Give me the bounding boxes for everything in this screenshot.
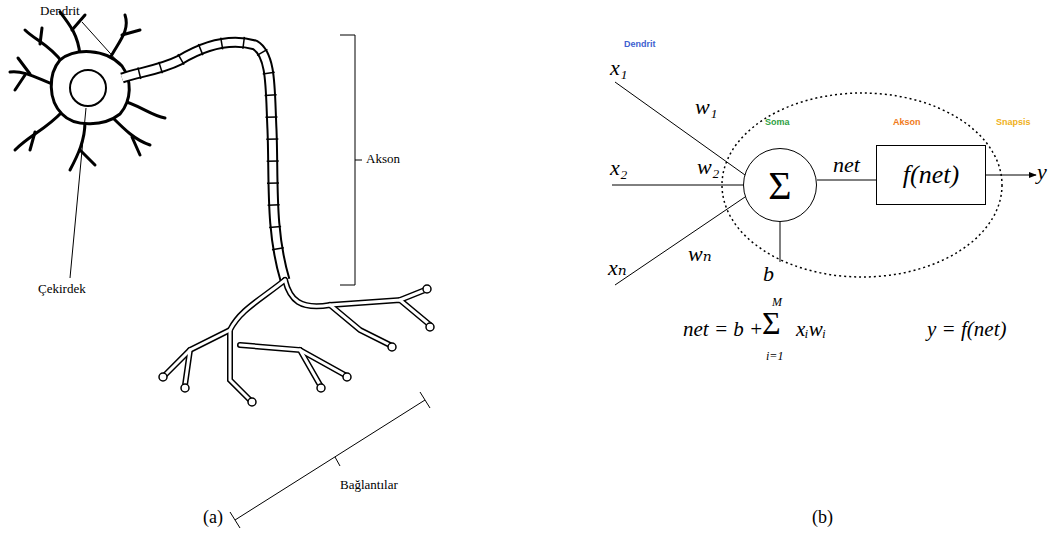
myelin-mark — [268, 204, 280, 206]
axon — [122, 42, 285, 280]
part-label: Akson — [366, 152, 400, 166]
axon-terminals — [159, 280, 434, 406]
node-text: f(net) — [903, 160, 959, 190]
myelin-marks — [138, 37, 284, 250]
myelin-mark — [265, 116, 277, 118]
panel-label: (b) — [812, 508, 833, 528]
myelin-mark — [267, 182, 279, 184]
formula: net = b + — [683, 318, 763, 341]
neuron-boundary — [722, 93, 1002, 277]
bias-symbol: b — [763, 262, 774, 286]
input-symbol: x₁ — [610, 56, 627, 80]
part-label: Soma — [765, 118, 790, 128]
part-label: Dendrit — [624, 40, 656, 50]
leader-lines — [70, 22, 430, 528]
weight-symbol: w₁ — [695, 95, 717, 119]
myelin-mark — [198, 44, 202, 55]
formula: Σ — [762, 306, 781, 341]
part-label: Snapsis — [996, 118, 1031, 128]
myelin-mark — [267, 160, 279, 162]
myelin-mark — [159, 62, 163, 73]
input-symbol: x₂ — [610, 156, 627, 180]
myelin-mark — [257, 49, 267, 55]
part-label: Akson — [893, 118, 921, 128]
output-symbol: y — [1037, 160, 1047, 184]
myelin-mark — [178, 54, 184, 64]
weight-symbol: wₙ — [688, 242, 712, 266]
weight-symbol: w₂ — [697, 155, 719, 179]
myelin-mark — [266, 138, 278, 140]
soma — [51, 52, 129, 124]
myelin-mark — [272, 248, 284, 250]
formula: i=1 — [766, 350, 783, 363]
myelin-mark — [221, 38, 223, 50]
nucleus — [70, 70, 106, 106]
formula: xᵢwᵢ — [796, 318, 826, 341]
myelin-mark — [138, 67, 141, 79]
myelin-mark — [265, 94, 277, 96]
myelin-mark — [263, 72, 275, 74]
part-label: Çekirdek — [38, 282, 86, 296]
input-symbol: xₙ — [608, 256, 627, 280]
panel-label: (a) — [203, 508, 223, 528]
summation-circle: Σ — [743, 148, 817, 222]
dendrites — [10, 12, 165, 170]
axon-inner — [122, 42, 285, 280]
connector — [817, 180, 876, 181]
myelin-mark — [269, 226, 281, 227]
part-label: Dendrit — [40, 4, 80, 18]
formula: y = f(net) — [927, 318, 1006, 341]
myelin-mark — [243, 37, 244, 49]
output-arrow — [986, 175, 1036, 176]
edge-label: net — [833, 153, 860, 177]
part-label: Bağlantılar — [340, 478, 398, 492]
node-text: Σ — [768, 162, 791, 209]
activation-box: f(net) — [876, 145, 986, 205]
